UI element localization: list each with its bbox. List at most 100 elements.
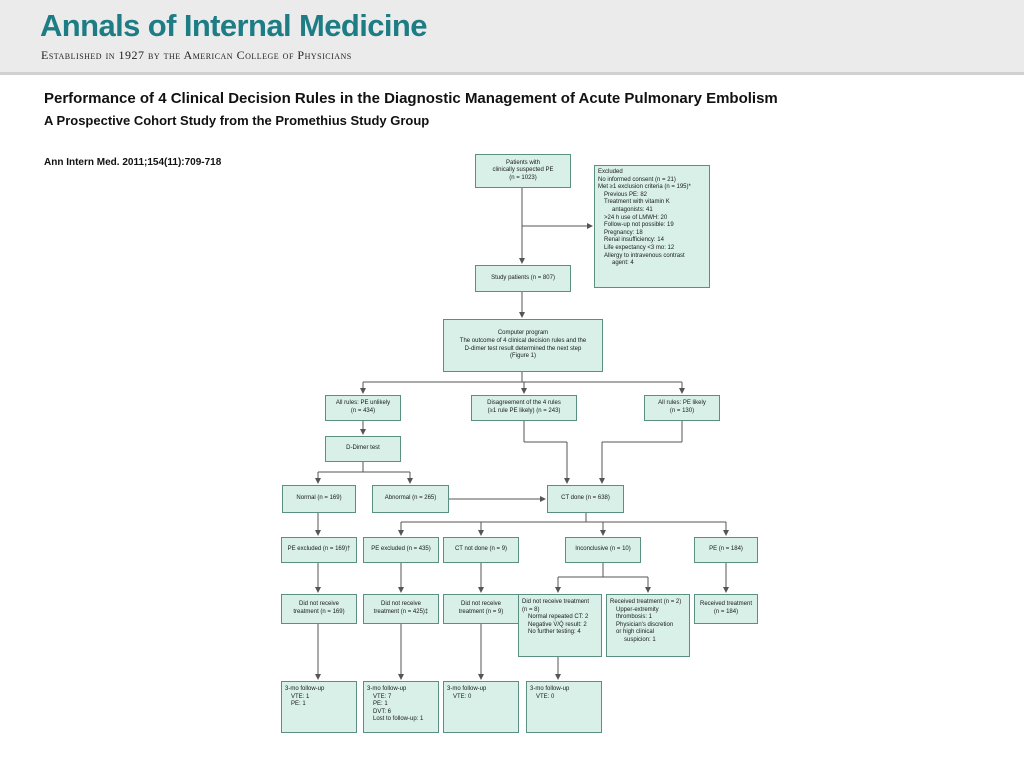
- box-line: PE: 1: [373, 701, 388, 708]
- box-line: treatment (n = 169): [293, 609, 345, 615]
- box-line: D-Dimer test: [346, 445, 380, 452]
- box-line: Follow-up not possible: 19: [604, 222, 674, 229]
- box-pe-unlikely: All rules: PE unlikely (n = 434): [325, 395, 401, 421]
- box-followup-3: 3-mo follow-up VTE: 0: [443, 681, 519, 733]
- box-line: D-dimer test result determined the next …: [464, 345, 582, 352]
- box-suspected-pe: Patients with clinically suspected PE (n…: [475, 154, 571, 188]
- box-line: Did not receive: [298, 601, 340, 608]
- box-normal: Normal (n = 169): [282, 485, 356, 513]
- box-disagreement: Disagreement of the 4 rules (≥1 rule PE …: [471, 395, 577, 421]
- box-received-treatment-2: Received treatment (n = 2) Upper-extremi…: [606, 594, 690, 657]
- box-line: Previous PE: 82: [604, 191, 648, 198]
- box-line: No informed consent (n = 21): [598, 176, 676, 183]
- box-ct-done: CT done (n = 638): [547, 485, 624, 513]
- box-no-treatment-8: Did not receive treatment (n = 8) Normal…: [518, 594, 602, 657]
- box-line: Received treatment (n = 2): [610, 599, 682, 605]
- box-line: Received treatment: [699, 601, 753, 608]
- box-line: (n = 8): [522, 606, 540, 613]
- box-abnormal: Abnormal (n = 265): [372, 485, 449, 513]
- journal-tagline: Established in 1927 by the American Coll…: [41, 48, 352, 62]
- box-line: All rules: PE likely: [658, 400, 706, 407]
- box-excluded: Excluded No informed consent (n = 21) Me…: [594, 165, 710, 288]
- box-line: Normal repeated CT: 2: [528, 614, 589, 621]
- box-line: No further testing: 4: [528, 629, 581, 636]
- box-line: Did not receive: [460, 601, 502, 608]
- box-line: 3-mo follow-up: [285, 686, 325, 692]
- box-line: (n = 434): [350, 408, 376, 414]
- box-line: Study patients (n = 807): [491, 274, 555, 281]
- box-line: Computer program: [497, 330, 549, 337]
- box-line: The outcome of 4 clinical decision rules…: [459, 337, 587, 344]
- box-line: VTE: 0: [536, 693, 555, 700]
- box-line: antagonists: 41: [612, 206, 653, 213]
- box-line: Upper-extremity: [616, 606, 659, 613]
- box-line: Negative V̇/Q̇ result: 2: [528, 621, 587, 628]
- box-pe-excluded-169: PE excluded (n = 169)†: [281, 537, 357, 563]
- box-followup-4: 3-mo follow-up VTE: 0: [526, 681, 602, 733]
- box-line: Life expectancy <3 mo: 12: [604, 244, 675, 251]
- box-line: thrombosis: 1: [616, 614, 653, 621]
- article-title: Performance of 4 Clinical Decision Rules…: [44, 90, 778, 107]
- journal-title: Annals of Internal Medicine: [40, 8, 427, 43]
- box-line: VTE: 7: [373, 693, 392, 700]
- box-line: PE (n = 184): [709, 546, 743, 553]
- box-line: Patients with: [505, 159, 541, 166]
- article-subtitle: A Prospective Cohort Study from the Prom…: [44, 113, 430, 128]
- box-line: Treatment with vitamin K: [604, 199, 670, 206]
- box-line: DVT: 6: [373, 708, 392, 715]
- box-line: (≥1 rule PE likely) (n = 243): [487, 408, 561, 414]
- box-line: All rules: PE unlikely: [335, 400, 391, 407]
- box-line: PE excluded (n = 435): [371, 546, 431, 553]
- box-line: Physician's discretion: [616, 621, 674, 628]
- box-line: or high clinical: [616, 629, 655, 636]
- box-line: 3-mo follow-up: [447, 686, 487, 692]
- box-received-treatment-184: Received treatment (n = 184): [694, 594, 758, 624]
- box-study-patients: Study patients (n = 807): [475, 265, 571, 292]
- box-line: VTE: 0: [453, 693, 472, 700]
- box-line: (n = 1023): [509, 174, 537, 181]
- box-line: agent: 4: [612, 260, 634, 267]
- box-line: VTE: 1: [291, 693, 310, 700]
- box-line: Abnormal (n = 265): [384, 495, 437, 502]
- box-line: (Figure 1): [509, 353, 536, 360]
- box-line: Disagreement of the 4 rules: [487, 400, 561, 407]
- box-no-treatment-169: Did not receive treatment (n = 169): [281, 594, 357, 624]
- box-line: Met ≥1 exclusion criteria (n = 195)*: [598, 184, 691, 191]
- box-pe-184: PE (n = 184): [694, 537, 758, 563]
- box-line: 3-mo follow-up: [530, 686, 570, 692]
- box-ddimer-test: D-Dimer test: [325, 436, 401, 462]
- box-ct-not-done: CT not done (n = 9): [443, 537, 519, 563]
- box-computer-program: Computer program The outcome of 4 clinic…: [443, 319, 603, 372]
- box-followup-2: 3-mo follow-up VTE: 7 PE: 1 DVT: 6 Lost …: [363, 681, 439, 733]
- box-followup-1: 3-mo follow-up VTE: 1 PE: 1: [281, 681, 357, 733]
- box-no-treatment-9: Did not receive treatment (n = 9): [443, 594, 519, 624]
- box-line: (n = 184): [713, 609, 739, 615]
- box-line: Lost to follow-up: 1: [373, 716, 424, 723]
- box-line: CT not done (n = 9): [454, 546, 508, 553]
- box-line: Renal insufficiency: 14: [604, 237, 664, 244]
- box-line: Excluded: [598, 169, 623, 175]
- box-line: Pregnancy: 18: [604, 229, 643, 236]
- box-line: 3-mo follow-up: [367, 686, 407, 692]
- box-line: suspicion: 1: [624, 636, 656, 643]
- box-line: Did not receive treatment: [522, 599, 590, 605]
- box-pe-likely: All rules: PE likely (n = 130): [644, 395, 720, 421]
- box-line: (n = 130): [669, 408, 695, 414]
- box-pe-excluded-435: PE excluded (n = 435): [363, 537, 439, 563]
- box-line: Did not receive: [380, 601, 422, 608]
- box-line: PE excluded (n = 169)†: [287, 546, 351, 553]
- box-line: PE: 1: [291, 701, 306, 708]
- box-inconclusive: Inconclusive (n = 10): [565, 537, 641, 563]
- box-line: CT done (n = 638): [561, 495, 610, 502]
- box-line: >24 h use of LMWH: 20: [604, 214, 668, 221]
- box-line: clinically suspected PE: [492, 167, 554, 174]
- article-citation: Ann Intern Med. 2011;154(11):709-718: [44, 157, 222, 168]
- box-line: Inconclusive (n = 10): [575, 546, 631, 553]
- box-no-treatment-425: Did not receive treatment (n = 425)‡: [363, 594, 439, 624]
- box-line: treatment (n = 425)‡: [373, 609, 429, 615]
- box-line: Allergy to intravenous contrast: [604, 252, 685, 259]
- journal-header: Annals of Internal Medicine Established …: [0, 0, 1024, 75]
- box-line: Normal (n = 169): [296, 495, 342, 502]
- box-line: treatment (n = 9): [458, 609, 504, 615]
